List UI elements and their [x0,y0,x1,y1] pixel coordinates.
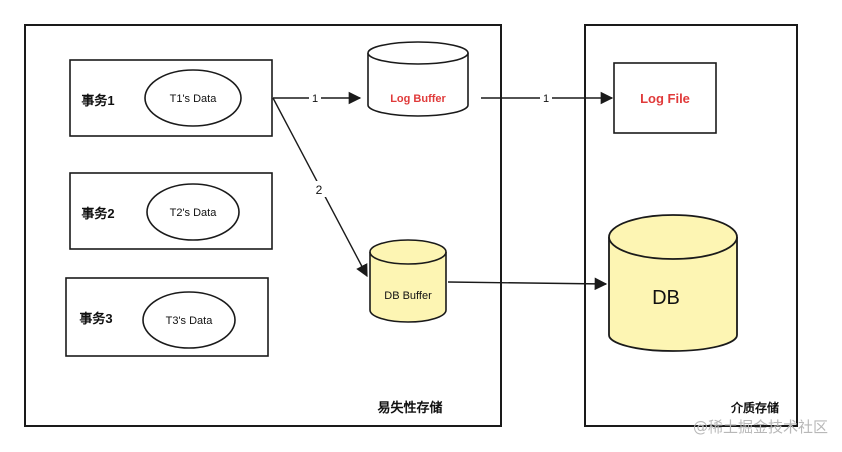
db-label: DB [652,287,680,309]
volatile-storage-region: 易失性存储 [24,24,502,427]
persistent-storage-region: 介质存储 [584,24,798,427]
transaction-2: 事务2 T2's Data [69,172,273,250]
log-file-box: Log File [613,62,717,134]
log-file-label: Log File [640,91,690,106]
transaction-2-name: 事务2 [81,206,114,221]
edge-tx1-to-db-buffer: 2 [272,97,368,278]
persistent-storage-label: 介质存储 [730,400,779,415]
transaction-1-data-ellipse [144,69,242,127]
edge-tx1-to-log-buffer: 1 [273,90,362,105]
volatile-storage-label: 易失性存储 [377,400,442,415]
watermark-text: @稀土掘金技术社区 [693,418,828,436]
edge-log-buffer-to-log-file-label: 1 [543,93,549,105]
transaction-1-data: T1's Data [170,93,218,105]
transaction-3: 事务3 T3's Data [65,277,269,357]
transaction-2-data: T2's Data [170,207,218,219]
log-buffer-cylinder: Log Buffer [367,41,469,117]
log-buffer-label: Log Buffer [390,93,446,105]
transaction-3-data: T3's Data [166,315,214,327]
edge-log-buffer-to-log-file: 1 [481,90,614,105]
db-buffer-label: DB Buffer [384,290,432,302]
edge-db-buffer-to-db [447,277,608,291]
db-cylinder: DB [608,214,738,352]
transaction-3-name: 事务3 [79,311,112,326]
transaction-1-name: 事务1 [81,93,114,108]
transaction-2-data-ellipse [146,183,240,241]
transaction-1: 事务1 T1's Data [69,59,273,137]
edge-tx1-to-log-buffer-label: 1 [312,93,318,105]
db-buffer-cylinder: DB Buffer [369,239,447,323]
edge-tx1-to-db-buffer-label: 2 [316,183,323,197]
transaction-3-data-ellipse [142,291,236,349]
